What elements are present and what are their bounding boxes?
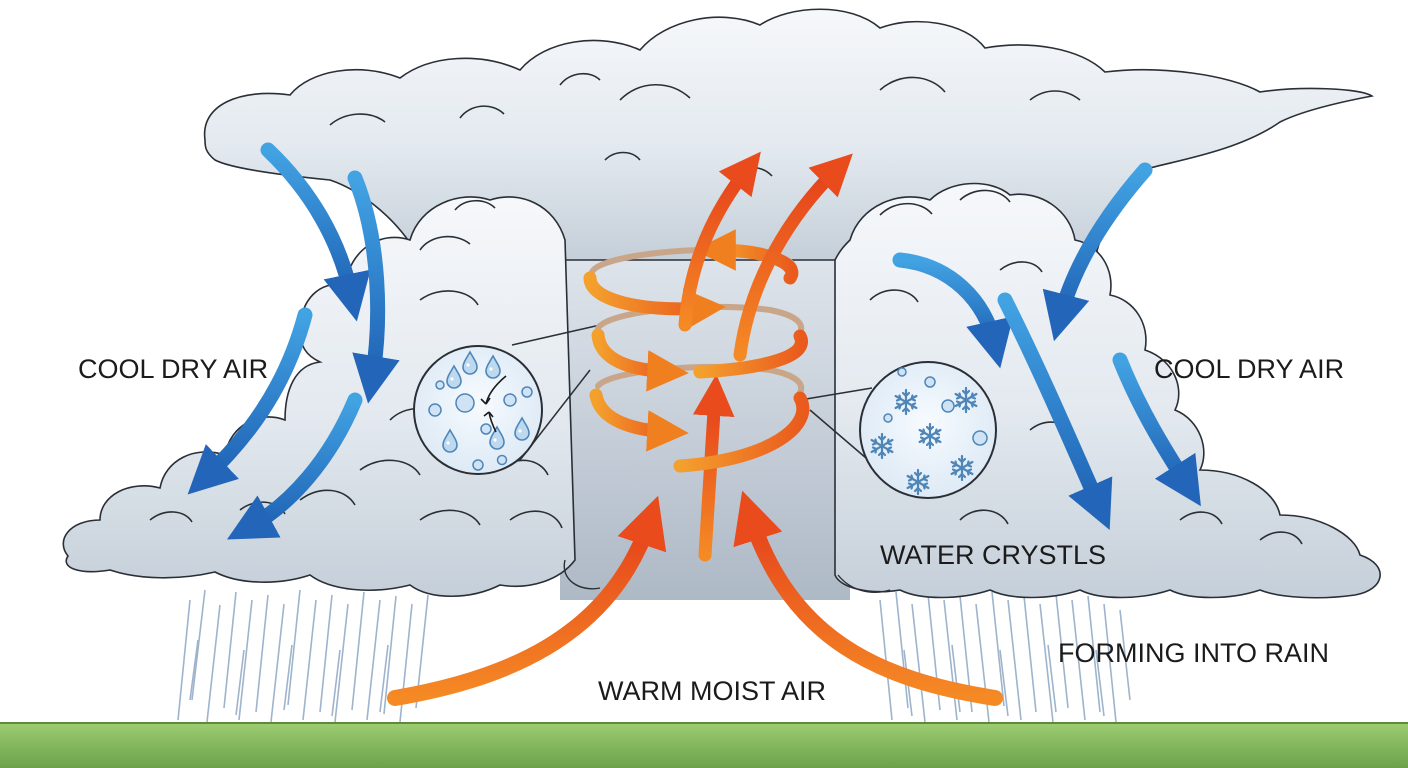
label-cool-dry-air-left: COOL DRY AIR	[78, 354, 269, 384]
label-warm-moist-air: WARM MOIST AIR	[598, 676, 827, 706]
warm-air-updraft-arrows	[387, 374, 1003, 706]
label-water-crystals: WATER CRYSTLS	[880, 540, 1107, 570]
label-forming-into-rain: FORMING INTO RAIN	[1058, 638, 1330, 668]
water-droplets-bubble	[413, 324, 601, 475]
ice-crystals-bubble	[799, 361, 997, 499]
cool-air-downdraft-arrows	[187, 142, 1201, 540]
ground	[0, 722, 1408, 768]
rain-left	[177, 589, 429, 723]
rotating-updraft-spiral	[583, 151, 853, 473]
label-cool-dry-air-right: COOL DRY AIR	[1154, 354, 1345, 384]
